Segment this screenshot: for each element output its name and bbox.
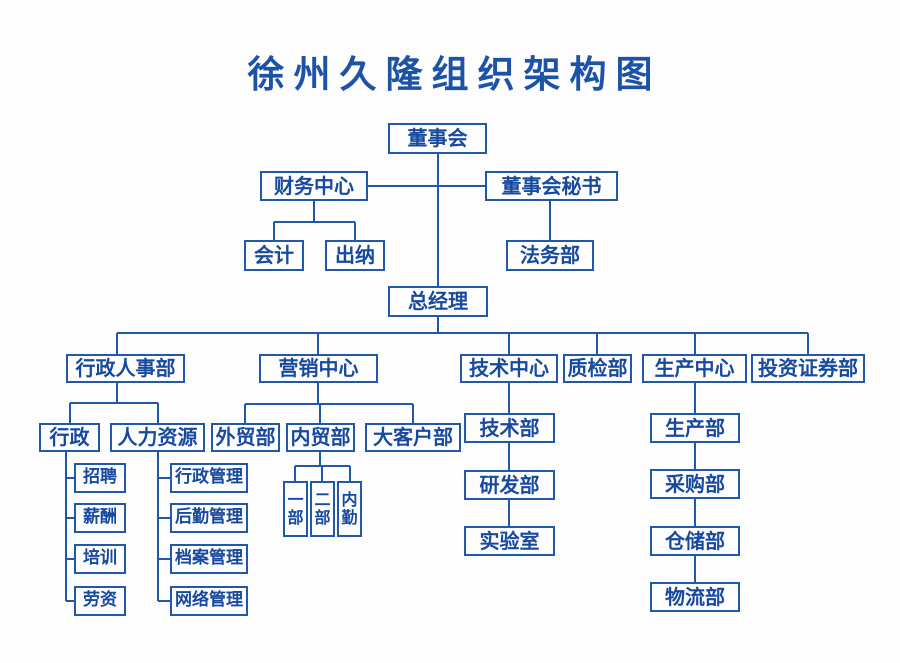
org-node-network-mgmt: 网络管理 (170, 586, 248, 616)
org-node-investment-dept: 投资证券部 (751, 354, 865, 383)
org-node-logistics-dept: 物流部 (650, 582, 740, 612)
org-node-board-secretary: 董事会秘书 (485, 171, 618, 201)
org-node-marketing-center: 营销中心 (259, 354, 378, 383)
org-node-accounting: 会计 (244, 240, 304, 271)
org-node-office-staff: 内勤 (337, 481, 362, 537)
org-node-compensation: 薪酬 (74, 503, 126, 533)
org-node-production-dept: 生产部 (650, 413, 740, 443)
org-node-cashier: 出纳 (325, 240, 385, 271)
org-node-dept-one: 一部 (283, 481, 308, 537)
org-node-archives-mgmt: 档案管理 (170, 544, 248, 574)
org-node-board: 董事会 (388, 123, 487, 154)
org-node-finance-center: 财务中心 (260, 171, 368, 201)
org-node-training: 培训 (74, 544, 126, 574)
org-node-tech-center: 技术中心 (460, 354, 558, 383)
org-node-dept-two: 二部 (310, 481, 335, 537)
org-node-foreign-trade: 外贸部 (211, 423, 280, 452)
org-node-admin: 行政 (39, 423, 100, 452)
org-node-rd-dept: 研发部 (464, 470, 555, 500)
org-node-general-manager: 总经理 (388, 286, 488, 317)
org-node-legal-dept: 法务部 (506, 240, 594, 271)
org-node-human-resources: 人力资源 (110, 423, 205, 452)
page-title: 徐州久隆组织架构图 (247, 53, 662, 96)
org-node-key-accounts: 大客户部 (365, 423, 461, 452)
org-node-laboratory: 实验室 (464, 526, 555, 556)
org-node-admin-hr-dept: 行政人事部 (66, 354, 185, 383)
org-node-qc-dept: 质检部 (563, 354, 632, 383)
org-node-purchasing-dept: 采购部 (650, 469, 740, 499)
org-node-recruiting: 招聘 (74, 463, 126, 493)
org-node-production-center: 生产中心 (642, 354, 747, 383)
org-node-labor-relations: 劳资 (74, 586, 126, 616)
org-node-warehouse-dept: 仓储部 (650, 526, 740, 556)
org-node-logistics-mgmt: 后勤管理 (170, 503, 248, 533)
org-node-tech-dept: 技术部 (464, 413, 555, 443)
org-node-domestic-trade: 内贸部 (286, 423, 355, 452)
org-node-admin-mgmt: 行政管理 (170, 463, 248, 493)
